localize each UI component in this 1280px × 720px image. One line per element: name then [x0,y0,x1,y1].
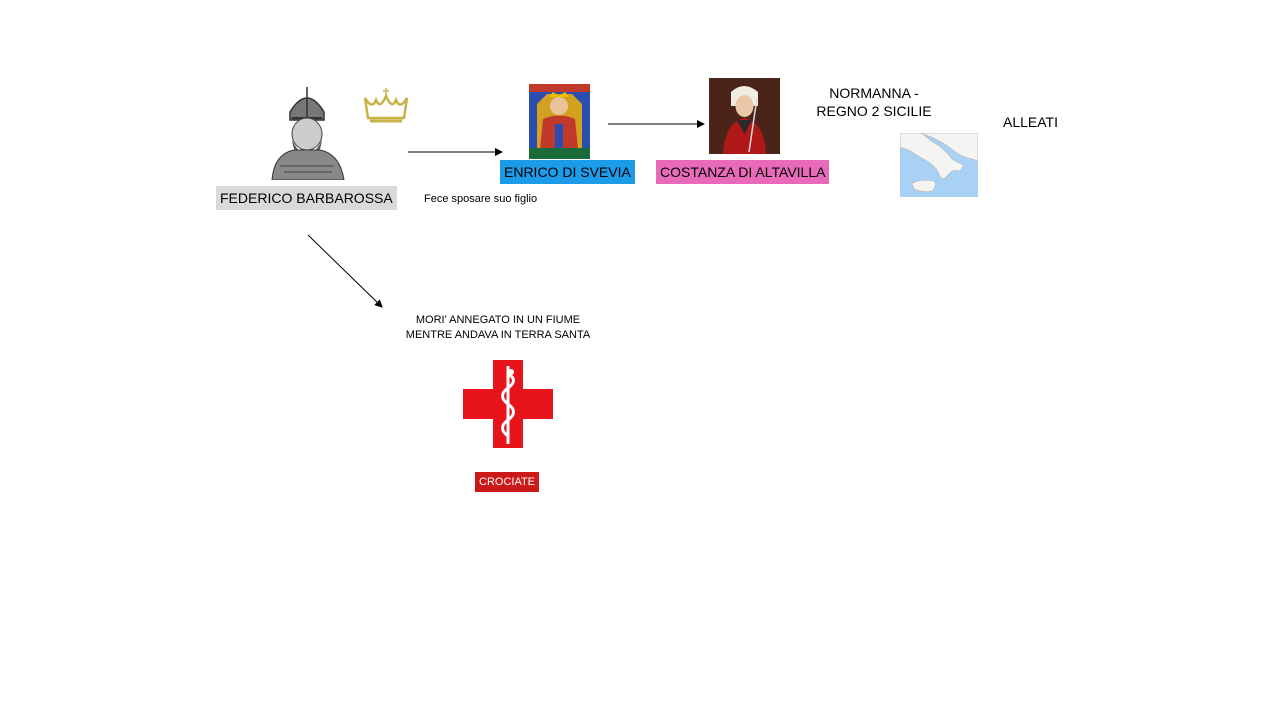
death-description-text: MORI' ANNEGATO IN UN FIUME MENTRE ANDAVA… [388,313,608,343]
married-son-caption: Fece sposare suo figlio [424,193,538,205]
red-cross-caduceus-icon [463,360,553,448]
federico-barbarossa-label: FEDERICO BARBAROSSA [216,186,397,210]
normanna-line: NORMANNA - [829,85,919,101]
enrico-portrait-icon [529,84,590,159]
costanza-portrait-icon [709,78,780,154]
arrow-federico-to-death [307,234,383,308]
alleati-text: ALLEATI [1003,114,1058,130]
crociate-label: CROCIATE [475,472,540,492]
crown-icon [362,88,410,126]
costanza-di-altavilla-label: COSTANZA DI ALTAVILLA [656,160,830,184]
normanna-regno-text: NORMANNA - REGNO 2 SICILIE [810,84,938,120]
barbarossa-portrait-icon [262,82,352,181]
regno-due-sicilie-line: REGNO 2 SICILIE [816,103,932,119]
enrico-di-svevia-label: ENRICO DI SVEVIA [500,160,635,184]
southern-italy-map-icon [899,132,979,197]
death-line-1: MORI' ANNEGATO IN UN FIUME [415,314,581,326]
death-line-2: MENTRE ANDAVA IN TERRA SANTA [405,329,591,341]
